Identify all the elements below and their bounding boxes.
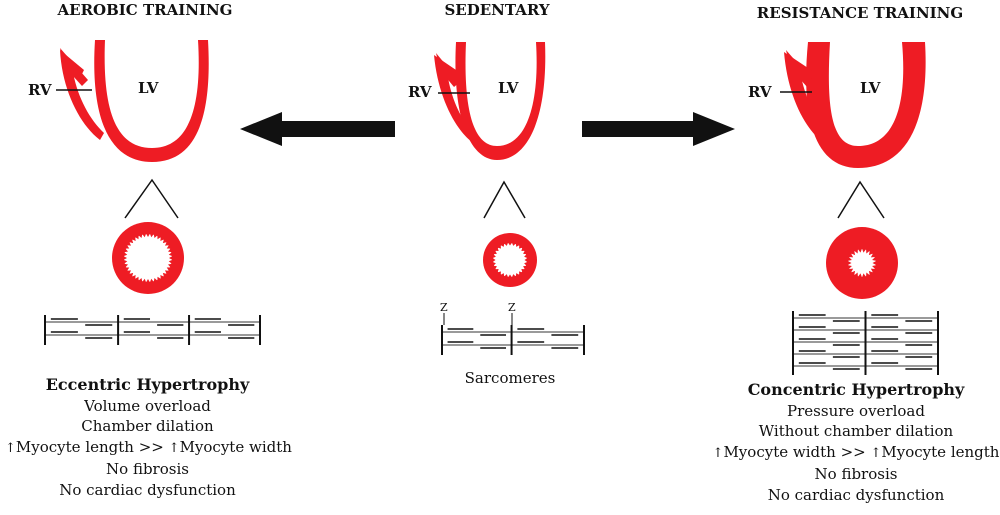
- sedentary-header: SEDENTARY: [444, 1, 549, 19]
- aerobic-ratio-right: Myocyte width: [179, 437, 292, 456]
- z-line-label-1: Z: [440, 301, 448, 314]
- aerobic-ratio: ↑Myocyte length >> ↑Myocyte width: [5, 437, 292, 460]
- resistance-heart-icon: [784, 42, 926, 168]
- up-arrow-icon: ↑: [168, 440, 180, 456]
- aerobic-line-5: No cardiac dysfunction: [59, 480, 236, 499]
- up-arrow-icon: ↑: [5, 440, 16, 456]
- sedentary-zoom-caret: [483, 180, 526, 219]
- sedentary-lv-label: LV: [498, 79, 519, 97]
- z-line-label-2: Z: [508, 301, 516, 314]
- resistance-line-2: Without chamber dilation: [758, 422, 954, 440]
- resistance-ratio-op: >>: [840, 442, 866, 461]
- up-arrow-icon: ↑: [870, 445, 882, 461]
- aerobic-line-2: Chamber dilation: [81, 417, 214, 435]
- aerobic-sarcomere-strip: [44, 315, 261, 345]
- sedentary-sarcomere-strip: [441, 325, 585, 355]
- aerobic-description: Eccentric Hypertrophy Volume overload Ch…: [5, 375, 292, 500]
- sedentary-rv-label: RV: [408, 83, 432, 101]
- resistance-line-1: Pressure overload: [787, 401, 925, 420]
- sarcomeres-caption: Sarcomeres: [464, 369, 556, 387]
- resistance-sarcomere-strip: [792, 311, 939, 375]
- aerobic-line-4: No fibrosis: [106, 460, 189, 478]
- resistance-zoom-caret: [837, 180, 885, 219]
- left-arrow-icon: [240, 112, 395, 146]
- resistance-rv-label: RV: [748, 83, 772, 101]
- aerobic-rv-label: RV: [28, 81, 52, 99]
- resistance-myocyte-ring-icon: [826, 227, 898, 299]
- aerobic-myocyte-ring-icon: [112, 222, 184, 294]
- up-arrow-icon: ↑: [712, 445, 724, 461]
- resistance-lv-label: LV: [860, 79, 881, 97]
- resistance-description: Concentric Hypertrophy Pressure overload…: [712, 380, 1000, 505]
- sedentary-myocyte-ring-icon: [483, 233, 537, 287]
- resistance-ratio-left: Myocyte width: [723, 442, 836, 461]
- aerobic-ratio-op: >>: [138, 437, 164, 456]
- right-arrow-icon: [582, 112, 735, 146]
- aerobic-lv-label: LV: [138, 79, 159, 97]
- aerobic-heart-icon: [60, 40, 209, 162]
- resistance-line-5: No cardiac dysfunction: [767, 485, 945, 504]
- resistance-title: Concentric Hypertrophy: [747, 380, 965, 399]
- sedentary-heart-icon: [434, 42, 546, 160]
- aerobic-title: Eccentric Hypertrophy: [45, 375, 250, 394]
- aerobic-header: AEROBIC TRAINING: [57, 1, 233, 19]
- resistance-line-4: No fibrosis: [814, 465, 898, 483]
- resistance-ratio: ↑Myocyte width >> ↑Myocyte length: [712, 442, 1000, 465]
- resistance-header: RESISTANCE TRAINING: [757, 4, 963, 22]
- aerobic-ratio-left: Myocyte length: [15, 437, 134, 456]
- aerobic-line-1: Volume overload: [84, 396, 211, 415]
- aerobic-zoom-caret: [124, 178, 179, 219]
- resistance-ratio-right: Myocyte length: [881, 442, 1000, 461]
